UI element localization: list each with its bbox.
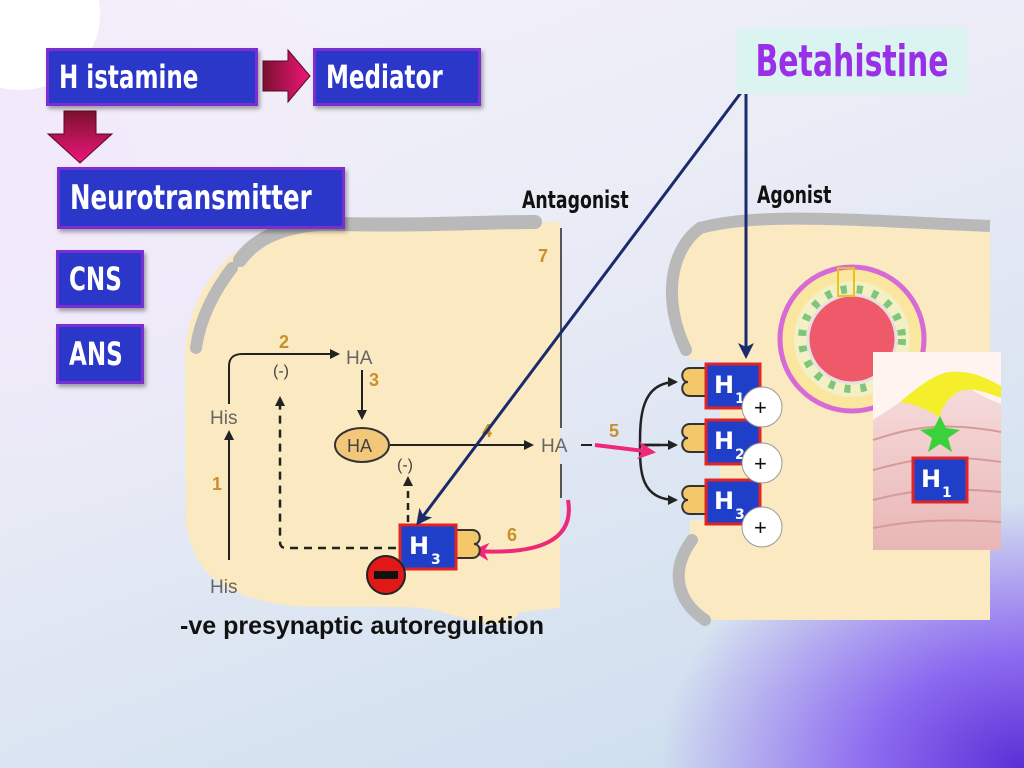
plus-icon: + <box>754 515 767 540</box>
ha-label-top: HA <box>346 348 373 369</box>
inhibit-label-2: (-) <box>397 457 413 474</box>
receptor-h2-sub: 2 <box>735 447 745 463</box>
presynaptic-neuron <box>185 215 560 625</box>
arrow-right-icon <box>262 48 311 104</box>
receptor-fork <box>638 382 676 505</box>
receptor-h1-tissue-sub: 1 <box>942 485 952 501</box>
ha-vesicle <box>334 427 390 463</box>
betahistine-label: Betahistine <box>755 35 949 87</box>
inhibit-label-1: (-) <box>273 363 289 380</box>
betahistine-antagonist-arrow <box>416 85 748 526</box>
receptor-h2: H 2 <box>704 418 762 466</box>
receptor-h1-tissue-letter: H <box>921 465 941 493</box>
mediator-label: Mediator <box>326 58 443 96</box>
receptor-h1-letter: H <box>714 371 734 399</box>
receptor-h1-tissue: H 1 <box>911 456 969 504</box>
neurotransmitter-box: Neurotransmitter <box>57 167 345 229</box>
receptor-h2-letter: H <box>714 427 734 455</box>
his-label-bottom: His <box>210 577 237 598</box>
mediator-box: Mediator <box>313 48 481 106</box>
histamine-pathway: His His HA (-) (-) HA HA <box>210 228 592 598</box>
plus-markers: + + + <box>741 386 783 548</box>
receptor-docks <box>455 367 708 559</box>
step-2: 2 <box>279 332 289 352</box>
plus-icon: + <box>754 395 767 420</box>
his-label-top: His <box>210 408 237 429</box>
smooth-muscle-tissue <box>872 352 1002 550</box>
minus-icon <box>366 555 406 595</box>
ans-box: ANS <box>56 324 144 384</box>
histamine-label: H istamine <box>59 58 199 96</box>
histamine-box: H istamine <box>46 48 258 106</box>
receptor-h3-post-sub: 3 <box>735 507 745 523</box>
receptor-h3-pre: H 3 <box>398 523 458 571</box>
step-3: 3 <box>369 370 379 390</box>
receptor-h3-pre-sub: 3 <box>431 552 441 568</box>
pink-arrow-to-h3 <box>471 499 571 561</box>
neurotransmitter-label: Neurotransmitter <box>70 178 312 218</box>
star-icon <box>920 416 960 452</box>
cns-box: CNS <box>56 250 144 308</box>
receptor-h3-post-letter: H <box>714 487 734 515</box>
step-6: 6 <box>507 525 517 545</box>
antagonist-label: Antagonist <box>522 186 629 214</box>
ha-label-cleft: HA <box>541 436 568 457</box>
step-7: 7 <box>538 246 548 266</box>
receptor-h1-sub: 1 <box>735 391 745 407</box>
arrow-down-icon <box>46 110 114 164</box>
caption-autoregulation: -ve presynaptic autoregulation <box>180 612 544 640</box>
cns-label: CNS <box>69 260 122 298</box>
step-1: 1 <box>212 474 222 494</box>
ha-vesicle-label: HA <box>347 436 372 456</box>
plus-icon: + <box>754 451 767 476</box>
betahistine-box: Betahistine <box>737 28 967 94</box>
pink-arrow-to-receptors <box>594 441 656 460</box>
step-5: 5 <box>609 421 619 441</box>
ans-label: ANS <box>69 335 123 373</box>
agonist-label: Agonist <box>757 181 832 209</box>
receptor-h3-pre-letter: H <box>409 532 429 560</box>
